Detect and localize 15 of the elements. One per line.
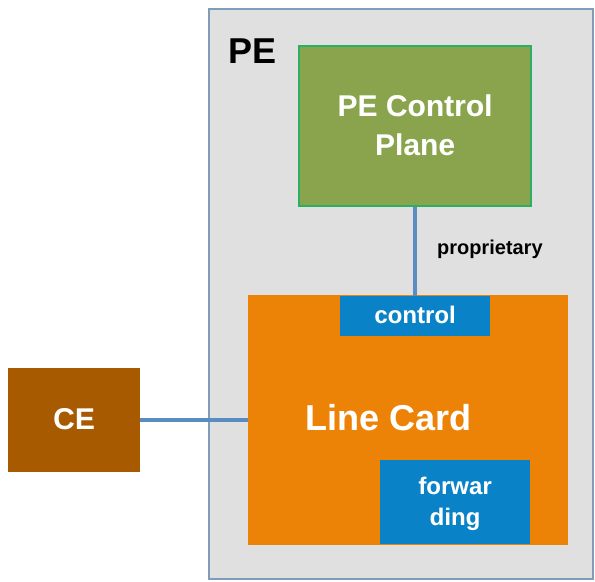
forwarding-box [380, 460, 530, 544]
box-label: CE [53, 402, 95, 438]
edge-label: proprietary [435, 236, 545, 260]
container-title: PE [228, 30, 276, 72]
line-card-box [248, 295, 568, 545]
connector-line [413, 207, 417, 296]
box-label: control [374, 302, 456, 330]
connector-line [140, 418, 248, 422]
ce-box [8, 368, 140, 472]
pe-container [208, 8, 594, 580]
box-label: forwar ding [417, 472, 493, 533]
box-label: PE Control Plane [336, 89, 494, 164]
box-label: Line Card [304, 397, 472, 439]
control-box [340, 296, 490, 336]
control-plane-box [298, 45, 532, 207]
